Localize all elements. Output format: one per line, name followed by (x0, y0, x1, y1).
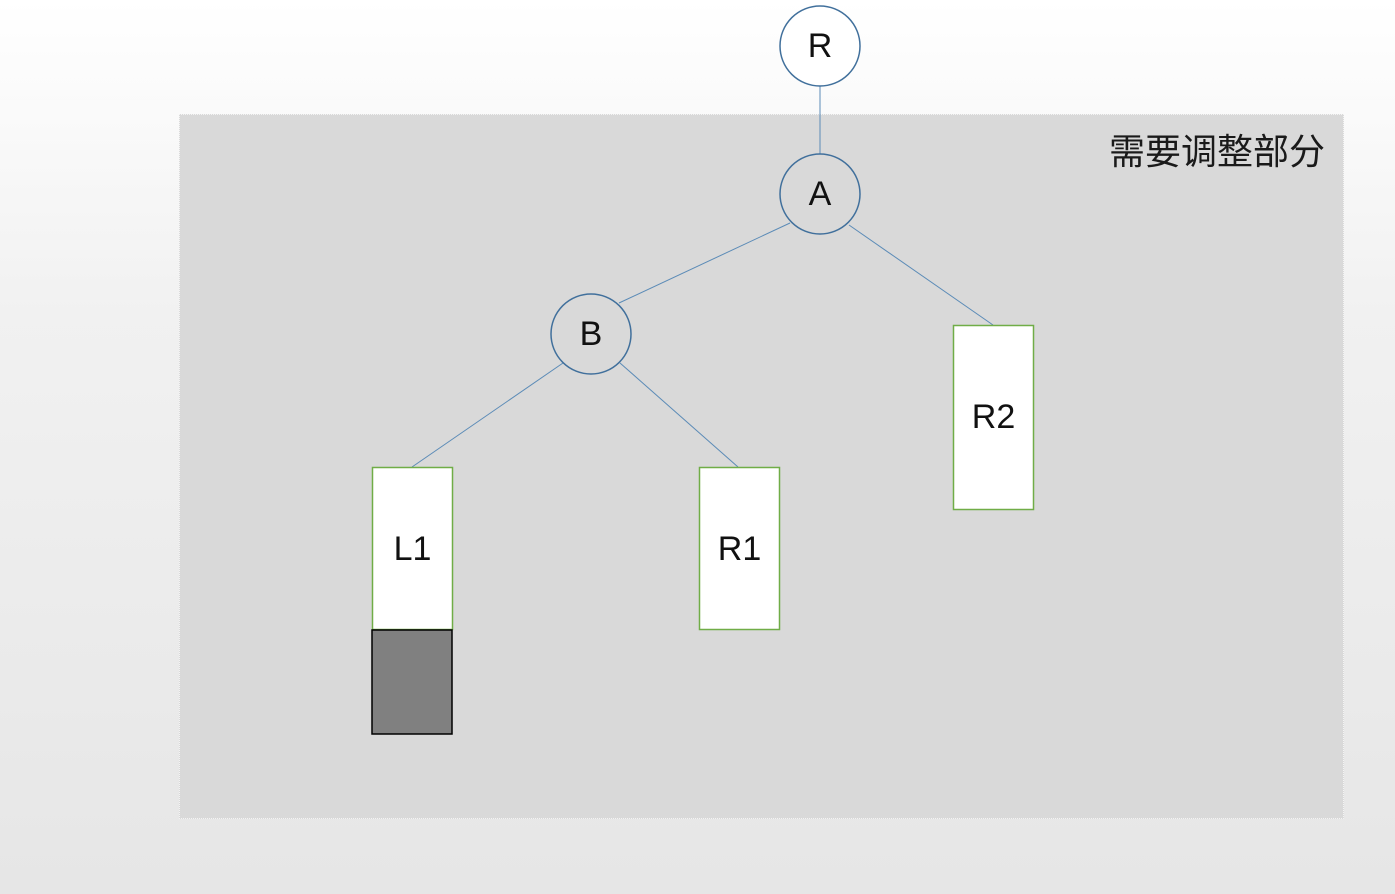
node-A-label: A (809, 175, 832, 213)
adjust-region-label: 需要调整部分 (1108, 132, 1325, 173)
subtree-L1: L1 (371, 466, 454, 631)
edge-B-L1 (411, 362, 564, 468)
node-A: A (779, 153, 861, 235)
node-A-circle (779, 153, 861, 235)
node-R: R (779, 5, 861, 87)
subtree-R1-box (698, 466, 781, 631)
node-R-circle (779, 5, 861, 87)
subtree-R1: R1 (698, 466, 781, 631)
edges (411, 86, 994, 468)
inserted-block-rect (371, 629, 453, 735)
edge-A-R2 (848, 224, 994, 326)
subtree-R1-label: R1 (718, 530, 761, 568)
subtree-R2-label: R2 (972, 398, 1015, 436)
subtree-R2-box (952, 324, 1035, 511)
subtree-L1-label: L1 (394, 530, 432, 568)
edge-A-B (618, 222, 791, 304)
node-B-circle (550, 293, 632, 375)
node-B: B (550, 293, 632, 375)
edge-B-R1 (619, 362, 739, 468)
inserted-block (371, 629, 453, 735)
node-R-label: R (808, 27, 833, 65)
subtree-R2: R2 (952, 324, 1035, 511)
node-B-label: B (580, 315, 603, 353)
